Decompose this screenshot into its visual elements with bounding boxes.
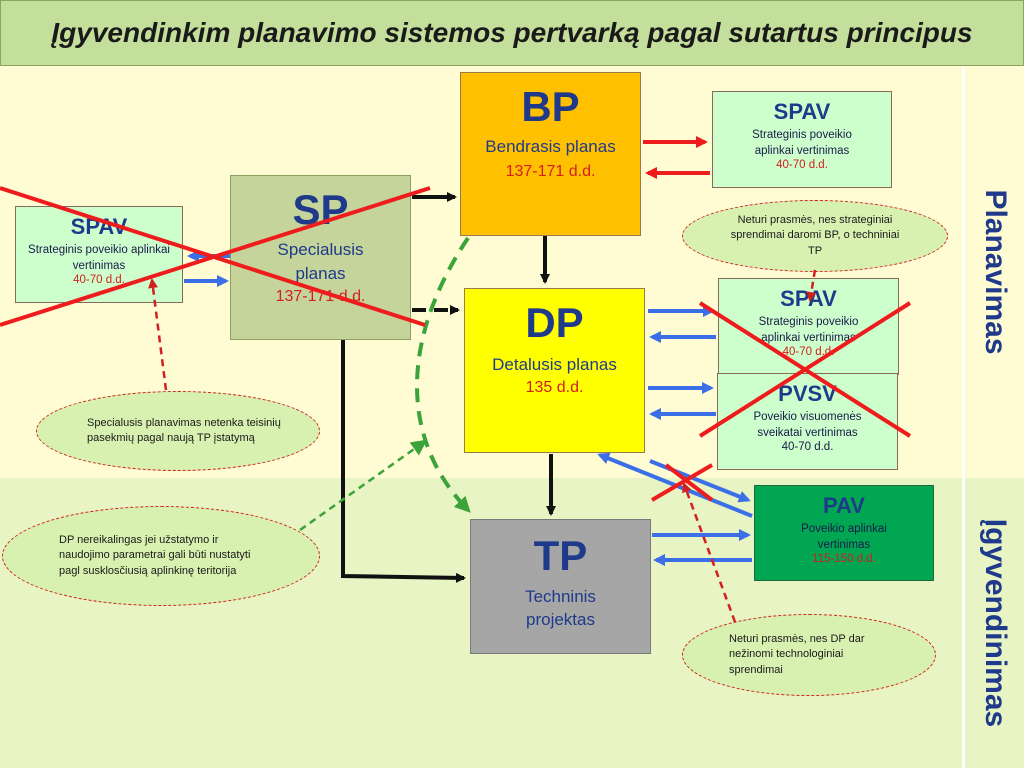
bp-abbr: BP bbox=[521, 83, 580, 130]
dp-name: Detalusis planas bbox=[492, 355, 617, 375]
sp-name: Specialusis planas bbox=[277, 240, 364, 283]
dp-abbr: DP bbox=[525, 299, 584, 346]
spav-bp-days: 40-70 d.d. bbox=[776, 159, 828, 172]
dp-note-ellipse: DP nereikalingas jei užstatymo ir naudoj… bbox=[2, 506, 320, 606]
cross-dp-pav-arrows bbox=[650, 463, 714, 502]
spav-bp-name: Strateginis poveikio aplinkai vertinimas bbox=[752, 129, 852, 158]
spav-dp-days: 40-70 d.d. bbox=[782, 346, 835, 359]
pointer-pav-note bbox=[682, 482, 737, 623]
tp-box[interactable]: TP Techninis projektas bbox=[470, 519, 651, 654]
pav-note-ellipse: Neturi prasmės, nes DP dar nežinomi tech… bbox=[682, 614, 936, 696]
pointer-spav-note bbox=[806, 269, 817, 302]
arrow-sp-to-tp bbox=[341, 340, 466, 583]
spav-bp-abbr: SPAV bbox=[773, 99, 831, 124]
dp-days: 135 d.d. bbox=[525, 379, 584, 397]
implementation-side-panel: Įgyvendinimas bbox=[962, 478, 1024, 768]
bp-name: Bendrasis planas bbox=[485, 137, 616, 157]
spav-sp-abbr: SPAV bbox=[70, 214, 128, 239]
title-bar: Įgyvendinkim planavimo sistemos pertvark… bbox=[0, 0, 1024, 66]
pvsv-name: Poveikio visuomenės sveikatai vertinimas bbox=[753, 411, 862, 440]
cross-spav-pvsv bbox=[698, 301, 912, 438]
pvsv-days: 40-70 d.d. bbox=[781, 441, 834, 454]
pav-days: 115-150 d.d. bbox=[812, 553, 876, 566]
sp-note-text: Specialusis planavimas netenka teisinių … bbox=[87, 416, 281, 444]
dp-note-text: DP nereikalingas jei užstatymo ir naudoj… bbox=[59, 533, 251, 577]
pointer-sp-note bbox=[148, 278, 168, 391]
pvsv-box[interactable]: PVSV Poveikio visuomenės sveikatai verti… bbox=[717, 373, 898, 470]
spav-dp-name: Strateginis poveikio aplinkai vertinimas bbox=[758, 316, 859, 345]
cross-sp bbox=[0, 186, 431, 327]
tp-name: Techninis projektas bbox=[525, 587, 596, 630]
pav-abbr: PAV bbox=[823, 493, 865, 518]
dp-box[interactable]: DP Detalusis planas 135 d.d. bbox=[464, 288, 645, 453]
spav-bp-box[interactable]: SPAV Strateginis poveikio aplinkai verti… bbox=[712, 91, 892, 188]
sp-note-ellipse: Specialusis planavimas netenka teisinių … bbox=[36, 391, 320, 471]
spav-sp-name: Strateginis poveikio aplinkai vertinimas bbox=[28, 244, 170, 273]
pointer-dp-note bbox=[299, 439, 428, 532]
planning-side-panel: Planavimas bbox=[962, 66, 1024, 478]
tp-abbr: TP bbox=[533, 532, 588, 579]
spav-sp-days: 40-70 d.d. bbox=[73, 274, 125, 287]
spav-note-text: Neturi prasmės, nes strateginiai sprendi… bbox=[730, 213, 900, 257]
pav-name: Poveikio aplinkai vertinimas bbox=[801, 523, 887, 552]
pav-box[interactable]: PAV Poveikio aplinkai vertinimas 115-150… bbox=[754, 485, 934, 581]
pvsv-abbr: PVSV bbox=[778, 381, 837, 406]
bp-days: 137-171 d.d. bbox=[505, 163, 596, 181]
bp-box[interactable]: BP Bendrasis planas 137-171 d.d. bbox=[460, 72, 641, 236]
arrow-bp-to-tp-green bbox=[415, 236, 471, 513]
pav-note-text: Neturi prasmės, nes DP dar nežinomi tech… bbox=[729, 632, 865, 676]
spav-note-ellipse: Neturi prasmės, nes strateginiai sprendi… bbox=[682, 200, 948, 272]
page-title: Įgyvendinkim planavimo sistemos pertvark… bbox=[51, 17, 973, 48]
